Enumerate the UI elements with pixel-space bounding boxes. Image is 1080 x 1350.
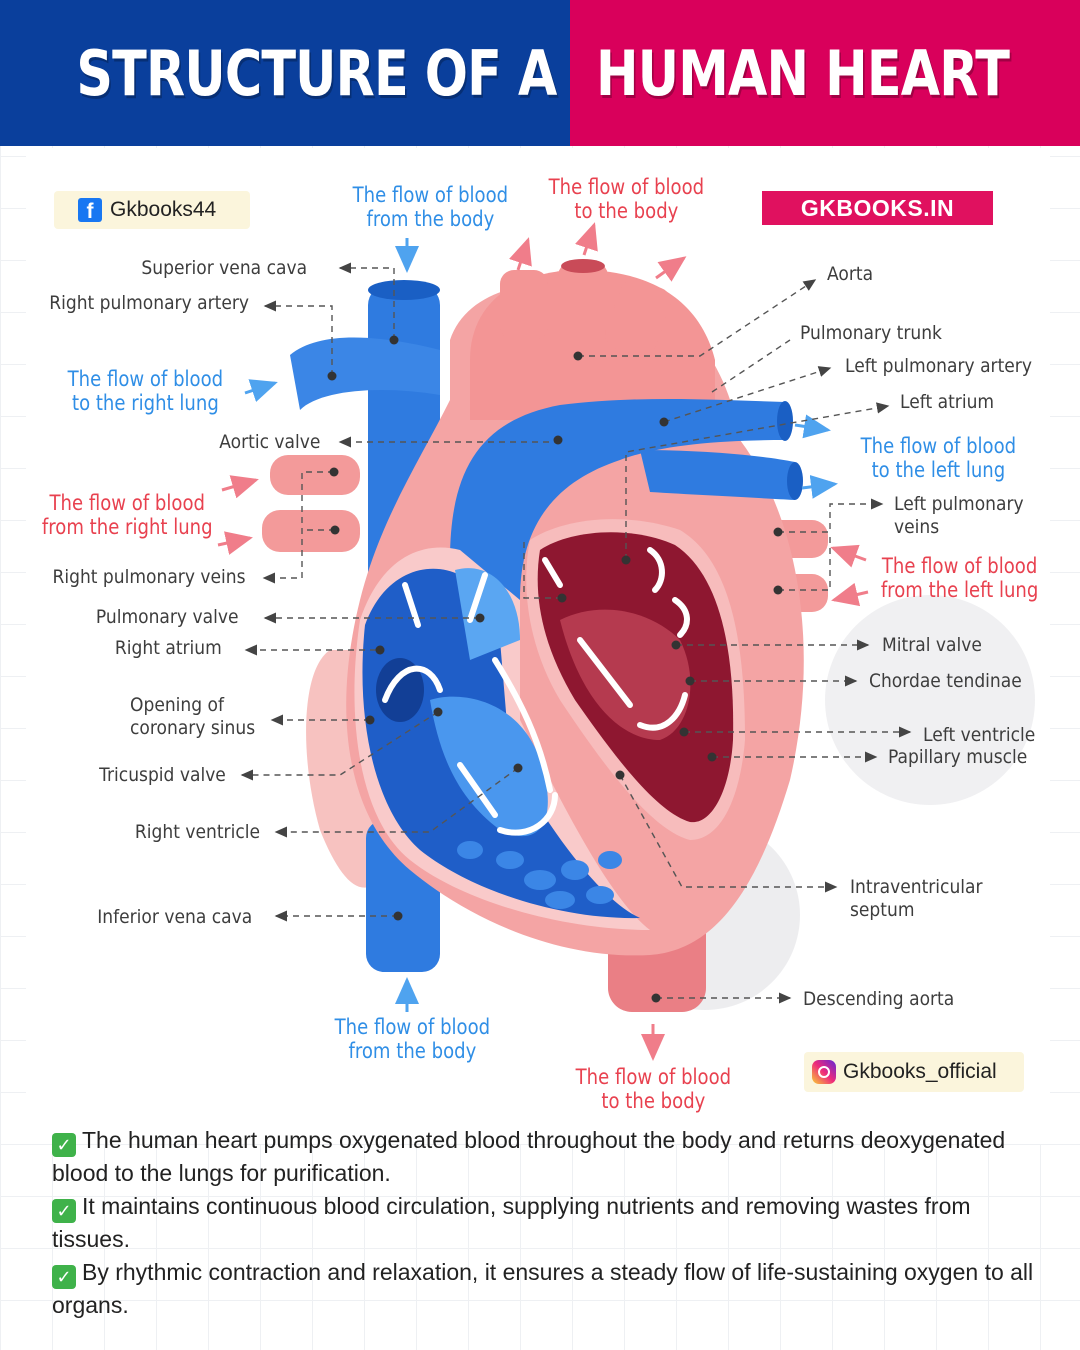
instagram-handle: Gkbooks_official <box>843 1060 997 1083</box>
label-right-atrium: Right atrium <box>115 637 222 659</box>
label-superior-vena-cava: Superior vena cava <box>141 257 307 279</box>
flow-label-right-lung-to: The flow of blood to the right lung <box>67 367 224 415</box>
flow-label-right-lung-from: The flow of blood from the right lung <box>41 491 213 539</box>
blood-flow-arrows <box>382 547 690 836</box>
fact-text: The human heart pumps oxygenated blood t… <box>52 1127 1006 1186</box>
label-chordae-tendinae: Chordae tendinae <box>869 670 1022 692</box>
aorta-branch <box>500 270 548 340</box>
label-intraventricular-septum: Intraventricular septum <box>850 876 983 921</box>
instagram-badge[interactable]: Gkbooks_official <box>804 1052 1024 1092</box>
trabeculae <box>457 841 622 909</box>
label-pulmonary-valve: Pulmonary valve <box>95 606 238 628</box>
website-badge[interactable]: GKBOOKS.IN <box>762 191 993 225</box>
right-pulmonary-vein <box>262 510 360 552</box>
left-pulmonary-artery <box>640 450 795 500</box>
fact-item: ✓The human heart pumps oxygenated blood … <box>52 1124 1052 1190</box>
label-mitral-valve: Mitral valve <box>882 634 982 656</box>
facebook-handle: Gkbooks44 <box>110 198 217 221</box>
title-part-2: HUMAN HEART <box>596 36 1010 110</box>
pulmonary-trunk <box>450 398 785 600</box>
label-left-pulmonary-veins: Left pulmonary veins <box>894 493 1024 538</box>
flow-label-left-lung-to: The flow of blood to the left lung <box>860 434 1017 482</box>
label-left-ventricle: Left ventricle <box>923 724 1036 746</box>
label-right-ventricle: Right ventricle <box>134 821 260 843</box>
instagram-icon <box>812 1060 836 1084</box>
flow-label-body-in-bottom: The flow of blood from the body <box>334 1015 491 1063</box>
check-mark-icon: ✓ <box>52 1133 76 1157</box>
label-aorta: Aorta <box>827 263 874 285</box>
aorta-opening <box>561 259 605 273</box>
right-pulmonary-artery <box>290 337 440 410</box>
fact-item: ✓By rhythmic contraction and relaxation,… <box>52 1256 1052 1322</box>
label-left-atrium: Left atrium <box>900 391 995 413</box>
title-banner-left: STRUCTURE OF A <box>0 0 570 146</box>
check-mark-icon: ✓ <box>52 1199 76 1223</box>
label-opening-coronary-sinus: Opening of coronary sinus <box>130 694 256 739</box>
coronary-sinus-opening <box>376 658 424 722</box>
label-pulmonary-trunk: Pulmonary trunk <box>800 322 942 344</box>
check-mark-icon: ✓ <box>52 1265 76 1289</box>
title-banner-right: HUMAN HEART <box>570 0 1080 146</box>
label-left-pulmonary-artery: Left pulmonary artery <box>845 355 1032 377</box>
fact-text: By rhythmic contraction and relaxation, … <box>52 1259 1034 1318</box>
flow-label-body-out-top: The flow of blood to the body <box>548 175 705 223</box>
fact-item: ✓It maintains continuous blood circulati… <box>52 1190 1052 1256</box>
right-pulmonary-vein <box>270 455 360 495</box>
pulmonary-valve-region <box>455 568 520 660</box>
label-papillary-muscle: Papillary muscle <box>888 746 1028 768</box>
external-flow-arrows <box>217 222 869 1061</box>
watermark-circle <box>825 595 1035 805</box>
facebook-icon: f <box>78 198 102 222</box>
aorta-branch <box>558 262 608 342</box>
aorta-branch <box>605 279 671 357</box>
fact-text: It maintains continuous blood circulatio… <box>52 1193 971 1252</box>
left-ventricle-interior <box>560 609 691 740</box>
label-tricuspid-valve: Tricuspid valve <box>99 764 226 786</box>
flow-label-body-in-top: The flow of blood from the body <box>352 183 509 231</box>
facebook-badge[interactable]: f Gkbooks44 <box>54 191 250 229</box>
label-right-pulmonary-artery: Right pulmonary artery <box>49 292 249 314</box>
vena-cava-opening <box>368 280 440 300</box>
label-aortic-valve: Aortic valve <box>218 431 320 453</box>
facts-list: ✓The human heart pumps oxygenated blood … <box>52 1124 1052 1322</box>
vessel-opening <box>787 462 803 500</box>
title-part-1: STRUCTURE OF A <box>75 36 557 110</box>
leader-dots <box>327 335 783 1003</box>
title-banner: STRUCTURE OF A HUMAN HEART <box>0 0 1080 146</box>
flow-label-body-out-bottom: The flow of blood to the body <box>575 1065 732 1113</box>
right-ventricle-interior <box>430 696 548 837</box>
label-right-pulmonary-veins: Right pulmonary veins <box>52 566 246 588</box>
vessel-opening <box>777 401 793 441</box>
label-descending-aorta: Descending aorta <box>803 988 955 1010</box>
flow-label-left-lung-from: The flow of blood from the left lung <box>880 554 1039 602</box>
label-inferior-vena-cava: Inferior vena cava <box>96 906 252 928</box>
